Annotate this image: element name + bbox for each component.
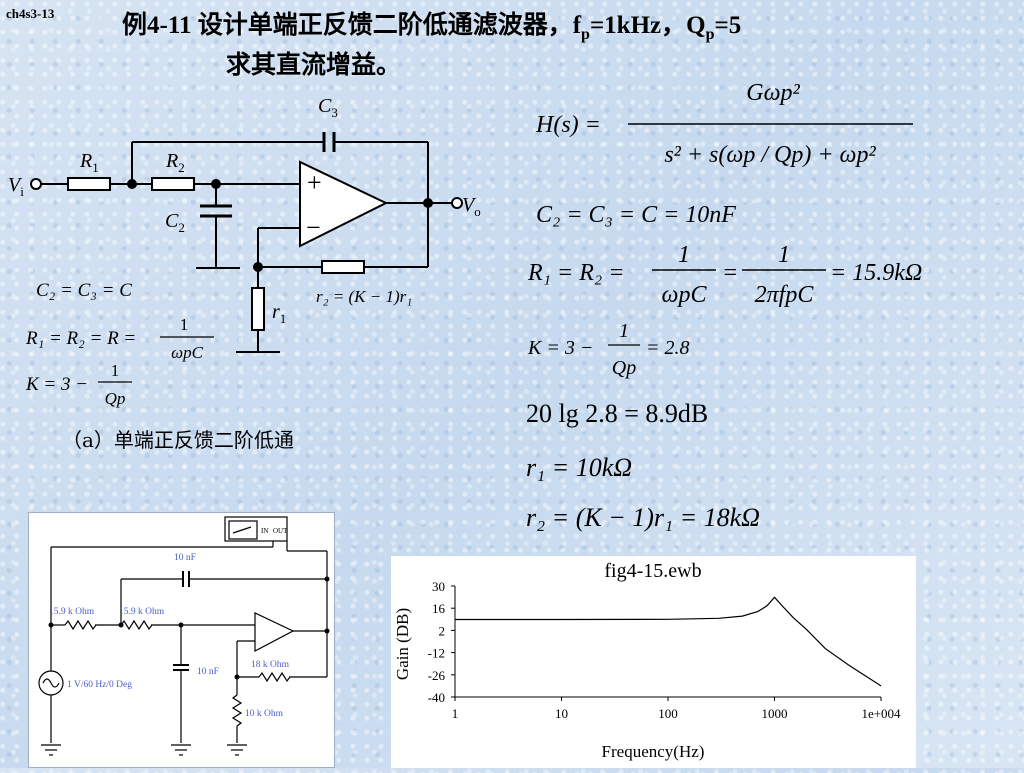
- eq-frac2-den: Qp: [105, 389, 126, 408]
- eq-k: K = 3 −: [25, 374, 88, 395]
- title-fp-value: =1kHz，Q: [589, 12, 706, 39]
- r2-feedback-equation: r₂ = (K − 1)r₁: [316, 287, 412, 306]
- y-tick-label: 30: [432, 579, 445, 594]
- filter-schematic: + − Vi Vo R1 R2 C3 C2 r1 r₂ = (K − 1)r₁ …: [8, 95, 481, 408]
- title-line2: 求其直流增益。: [226, 52, 402, 79]
- gain-db: 20 lg 2.8 = 8.9dB: [526, 399, 708, 428]
- plus-sign: +: [307, 168, 322, 197]
- ewb-rf: [258, 671, 291, 683]
- r1-ground-resistor: [251, 287, 265, 331]
- op-amp: [299, 160, 389, 248]
- r-frac2-den: 2πfpC: [755, 282, 815, 308]
- r2-label: R2: [165, 150, 185, 175]
- vo-terminal: [451, 197, 463, 209]
- eq-frac2-num: 1: [111, 361, 120, 380]
- r1-resistor: [67, 177, 111, 191]
- r1-label: R1: [79, 150, 99, 175]
- vi-label: Vi: [8, 174, 24, 199]
- y-tick-label: -40: [428, 690, 445, 705]
- y-axis-label: Gain (DB): [393, 608, 412, 680]
- bode-plot: fig4-15.ewb Frequency(Hz) Gain (DB) 30 16…: [393, 560, 901, 761]
- r-lhs: R₁ = R₂ =: [527, 260, 624, 286]
- ewb-rg-label: 10 k Ohm: [245, 709, 284, 719]
- r-frac2-num: 1: [778, 242, 790, 268]
- node-dot: [253, 262, 263, 272]
- ewb-c3-label: 10 nF: [174, 553, 196, 563]
- y-tick-label: 16: [432, 601, 446, 616]
- ewb-rg: [231, 694, 243, 727]
- title-qp-subscript: p: [705, 26, 715, 43]
- c2-label: C2: [165, 210, 185, 235]
- scope-in-label: IN: [261, 527, 268, 535]
- title-fp-subscript: p: [581, 26, 590, 43]
- r2-feedback-resistor: [321, 260, 365, 274]
- r2-resistor: [151, 177, 195, 191]
- k-frac-num: 1: [619, 320, 629, 342]
- y-tick-label: 2: [439, 623, 446, 638]
- eq-frac1-den: ωpC: [171, 343, 204, 362]
- node-dot: [211, 179, 221, 189]
- c3-label: C3: [318, 95, 338, 120]
- ewb-c2-label: 10 nF: [197, 667, 219, 677]
- ewb-rf-label: 18 k Ohm: [251, 660, 290, 670]
- x-tick-label: 10: [555, 706, 568, 721]
- r-result: = 15.9kΩ: [830, 260, 922, 286]
- k-frac-den: Qp: [612, 357, 636, 379]
- rsmall1-label: r1: [272, 301, 286, 326]
- ewb-schematic: IN OUT 10 nF 15.9 k Ohm 15.9 k Ohm 10 nF…: [38, 516, 330, 756]
- vi-terminal: [30, 178, 42, 190]
- ewb-r2-label: 15.9 k Ohm: [119, 607, 165, 617]
- eq-r1-r2: R₁ = R₂ = R =: [25, 328, 136, 349]
- ewb-source-label: 1 V/60 Hz/0 Deg: [67, 680, 132, 690]
- k-result: = 2.8: [646, 337, 690, 359]
- slide-id: ch4s3-13: [6, 6, 55, 21]
- ewb-r1-label: 15.9 k Ohm: [49, 607, 95, 617]
- ewb-schematic-panel: IN OUT 10 nF 15.9 k Ohm 15.9 k Ohm 10 nF…: [28, 512, 335, 768]
- r-frac1-den: ωpC: [662, 282, 708, 308]
- x-tick-label: 1000: [762, 706, 788, 721]
- ewb-r2: [120, 619, 153, 631]
- y-tick-label: -12: [428, 646, 445, 661]
- r-frac1-num: 1: [678, 242, 690, 268]
- minus-sign: −: [306, 213, 321, 242]
- schematic-caption: （a）单端正反馈二阶低通: [62, 428, 294, 452]
- design-equations: H(s) = Gωp² s² + s(ωp / Qp) + ωp² C₂ = C…: [526, 80, 922, 532]
- h-lhs: H(s) =: [535, 112, 601, 138]
- r1-value: r₁ = 10kΩ: [526, 453, 632, 482]
- scope-out-label: OUT: [273, 527, 288, 535]
- plot-area: 30 16 2 -12 -26 -40 1 10 100 1000 1e+004: [428, 579, 901, 721]
- y-tick-label: -26: [428, 668, 446, 683]
- cap-values: C₂ = C₃ = C = 10nF: [536, 202, 736, 228]
- x-tick-label: 100: [658, 706, 678, 721]
- equals-sign: =: [722, 260, 738, 286]
- node-dot: [127, 179, 137, 189]
- scope-screen: [228, 520, 258, 540]
- x-tick-label: 1: [452, 706, 459, 721]
- title-line1: 例4-11 设计单端正反馈二阶低通滤波器，fp=1kHz，Qp=5: [122, 12, 742, 43]
- title-qp-value: =5: [714, 12, 742, 39]
- title-text: 例4-11 设计单端正反馈二阶低通滤波器，f: [122, 12, 582, 39]
- k-lhs: K = 3 −: [527, 337, 593, 359]
- chart-title: fig4-15.ewb: [604, 560, 701, 582]
- x-axis-label: Frequency(Hz): [602, 742, 705, 761]
- node-dot: [423, 198, 433, 208]
- h-numerator: Gωp²: [746, 80, 800, 106]
- gain-curve: [455, 596, 882, 687]
- h-denominator: s² + s(ωp / Qp) + ωp²: [664, 142, 876, 168]
- vo-label: Vo: [462, 194, 481, 219]
- slide-title: 例4-11 设计单端正反馈二阶低通滤波器，fp=1kHz，Qp=5 求其直流增益…: [122, 10, 741, 81]
- x-tick-label: 1e+004: [861, 706, 901, 721]
- r2-value: r₂ = (K − 1)r₁ = 18kΩ: [526, 503, 760, 532]
- eq-frac1-num: 1: [180, 315, 189, 334]
- eq-c2-c3: C₂ = C₃ = C: [36, 280, 132, 301]
- bode-plot-panel: fig4-15.ewb Frequency(Hz) Gain (DB) 30 16…: [391, 556, 916, 768]
- ewb-r1: [64, 619, 97, 631]
